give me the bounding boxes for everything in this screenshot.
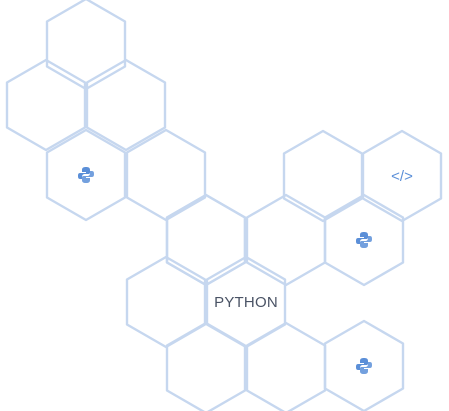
hexagon-cell xyxy=(323,193,405,287)
hexagon-content: </> PYTHON xyxy=(78,167,413,374)
python-logo-icon xyxy=(78,167,94,183)
code-brackets-icon: </> xyxy=(391,168,413,185)
python-logo-icon xyxy=(356,232,372,248)
hexagon-cell xyxy=(5,58,87,152)
hexagon-cell xyxy=(45,128,127,222)
hexagon-cell xyxy=(245,321,327,411)
hexagon-cell xyxy=(323,319,405,411)
python-label: PYTHON xyxy=(214,294,278,311)
hexagon-cell xyxy=(165,193,247,287)
hexagon-cell xyxy=(245,193,327,287)
python-logo-icon xyxy=(356,358,372,374)
hexagon-cell xyxy=(165,321,247,411)
hexagon-cell xyxy=(282,129,364,223)
hexagon-cell xyxy=(45,0,127,91)
hexagon-cell xyxy=(125,255,207,349)
hexagon-cell xyxy=(85,58,167,152)
hexagon-grid xyxy=(5,0,443,411)
hexagon-cell xyxy=(165,193,247,287)
